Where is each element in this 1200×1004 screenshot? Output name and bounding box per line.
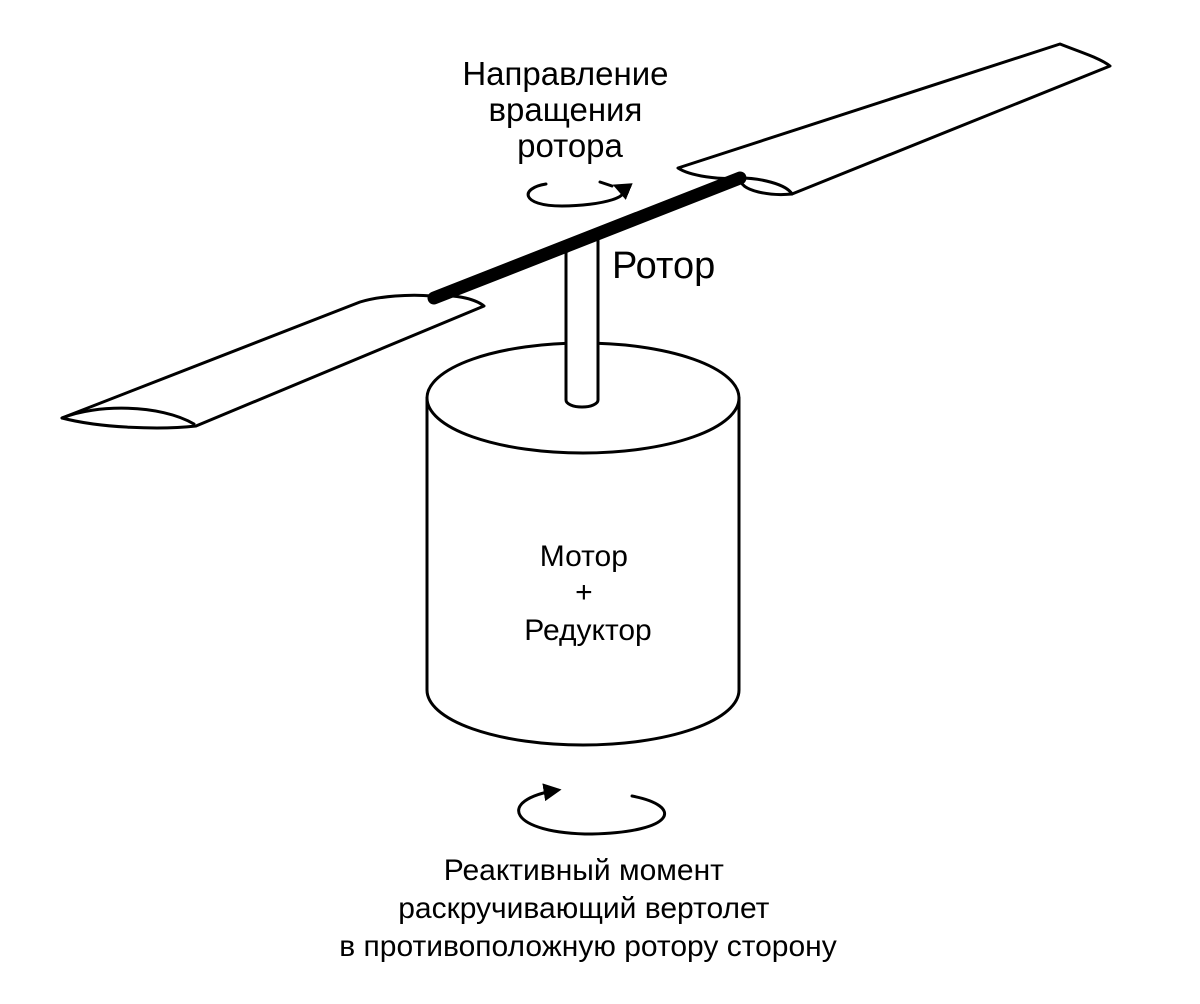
rotor-blade-spar (427, 171, 747, 305)
rotor-blade-left (60, 293, 486, 430)
rotation-direction-line-2: вращения (488, 91, 642, 128)
rotor-blade-left-outline (60, 293, 486, 430)
reaction-torque-line-3: в противоположную ротору сторону (339, 930, 836, 963)
reaction-torque-label: Реактивный момент раскручивающий вертоле… (339, 854, 836, 963)
reaction-torque-line-1: Реактивный момент (444, 854, 724, 887)
reaction-torque-line-2: раскручивающий вертолет (398, 892, 769, 925)
rotor-shaft-body (564, 230, 600, 409)
rotor-blade-right (676, 42, 1112, 196)
rotor-rotation-arrow-tail (598, 180, 614, 188)
rotation-direction-line-1: Направление (462, 55, 668, 92)
motor-label-line-2: + (575, 576, 593, 609)
reaction-torque-arrow-curve (517, 783, 666, 836)
rotor-rotation-arrow (526, 180, 633, 208)
motor-label-line-3: Редуктор (524, 614, 651, 647)
rotation-direction-label: Направление вращения ротора (462, 55, 677, 164)
motor-label: Мотор + Редуктор (524, 540, 651, 647)
motor-cylinder-body (425, 396, 741, 747)
rotor-label: Ротор (612, 245, 715, 287)
rotation-direction-line-3: ротора (517, 127, 623, 164)
rotor-shaft (564, 230, 600, 409)
rotor-blade-right-outline (676, 42, 1112, 196)
rotor-blade-left-tip (60, 406, 196, 426)
reaction-torque-arrow (517, 783, 666, 836)
rotor-rotation-arrow-curve (526, 182, 633, 208)
motor-label-line-1: Мотор (540, 540, 628, 573)
